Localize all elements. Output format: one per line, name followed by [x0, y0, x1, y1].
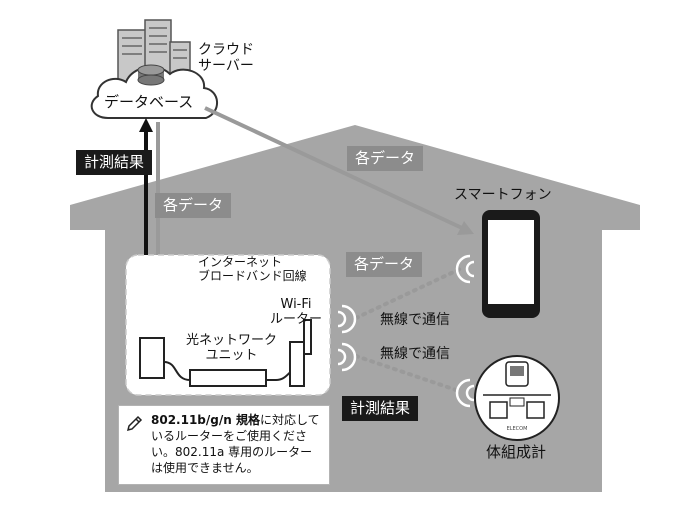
- note-line1: に対応して: [259, 413, 320, 427]
- each-data-tag-mid: 各データ: [346, 252, 423, 277]
- database-icon: [137, 64, 165, 86]
- note-text: 802.11b/g/n 規格に対応して いるルーターをご使用くださ い。802.…: [151, 412, 320, 476]
- database-label: データベース: [104, 93, 194, 111]
- wireless-link-scale: [354, 354, 464, 394]
- data-to-phone-arrowhead: [457, 221, 474, 235]
- result-upload-arrowhead: [139, 118, 153, 132]
- home-network-panel: [125, 254, 331, 396]
- optical-unit-label: 光ネットワーク ユニット: [186, 333, 278, 363]
- wifi-router-label: Wi-Fi ルーター: [270, 297, 323, 327]
- data-to-phone-arrow: [204, 106, 463, 230]
- router-antenna: [303, 319, 312, 355]
- note-line2: いるルーターをご使用くださ: [151, 429, 308, 443]
- each-data-tag-top: 各データ: [347, 146, 424, 171]
- optical-unit-box: [139, 337, 165, 379]
- measurement-result-tag-left: 計測結果: [76, 150, 153, 175]
- note-line4: は使用できません。: [151, 461, 259, 475]
- cable-adapter: [189, 369, 267, 387]
- smartphone-icon: [482, 210, 540, 318]
- router-body: [289, 341, 305, 387]
- body-scale-label: 体組成計: [486, 443, 547, 461]
- wireless-link-phone: [354, 266, 464, 320]
- cloud-server-label: クラウド サーバー: [198, 42, 254, 75]
- wireless-label-2: 無線で通信: [380, 346, 450, 362]
- internet-line-label: インターネット ブロードバンド回線: [198, 255, 307, 283]
- wireless-label-1: 無線で通信: [380, 312, 450, 328]
- scale-brand-logo: ELECOM: [507, 426, 528, 432]
- smartphone-label: スマートフォン: [454, 187, 552, 203]
- pencil-icon: [125, 414, 145, 434]
- each-data-tag-left: 各データ: [155, 193, 232, 218]
- wifi-wave-icon: [337, 254, 475, 408]
- body-scale-icon: ELECOM: [474, 355, 560, 441]
- note-spec: 802.11b/g/n 規格: [151, 413, 260, 427]
- measurement-result-tag-right: 計測結果: [342, 396, 419, 421]
- compatibility-note: 802.11b/g/n 規格に対応して いるルーターをご使用くださ い。802.…: [118, 405, 330, 485]
- note-line3: い。802.11a 専用のルーター: [151, 445, 313, 459]
